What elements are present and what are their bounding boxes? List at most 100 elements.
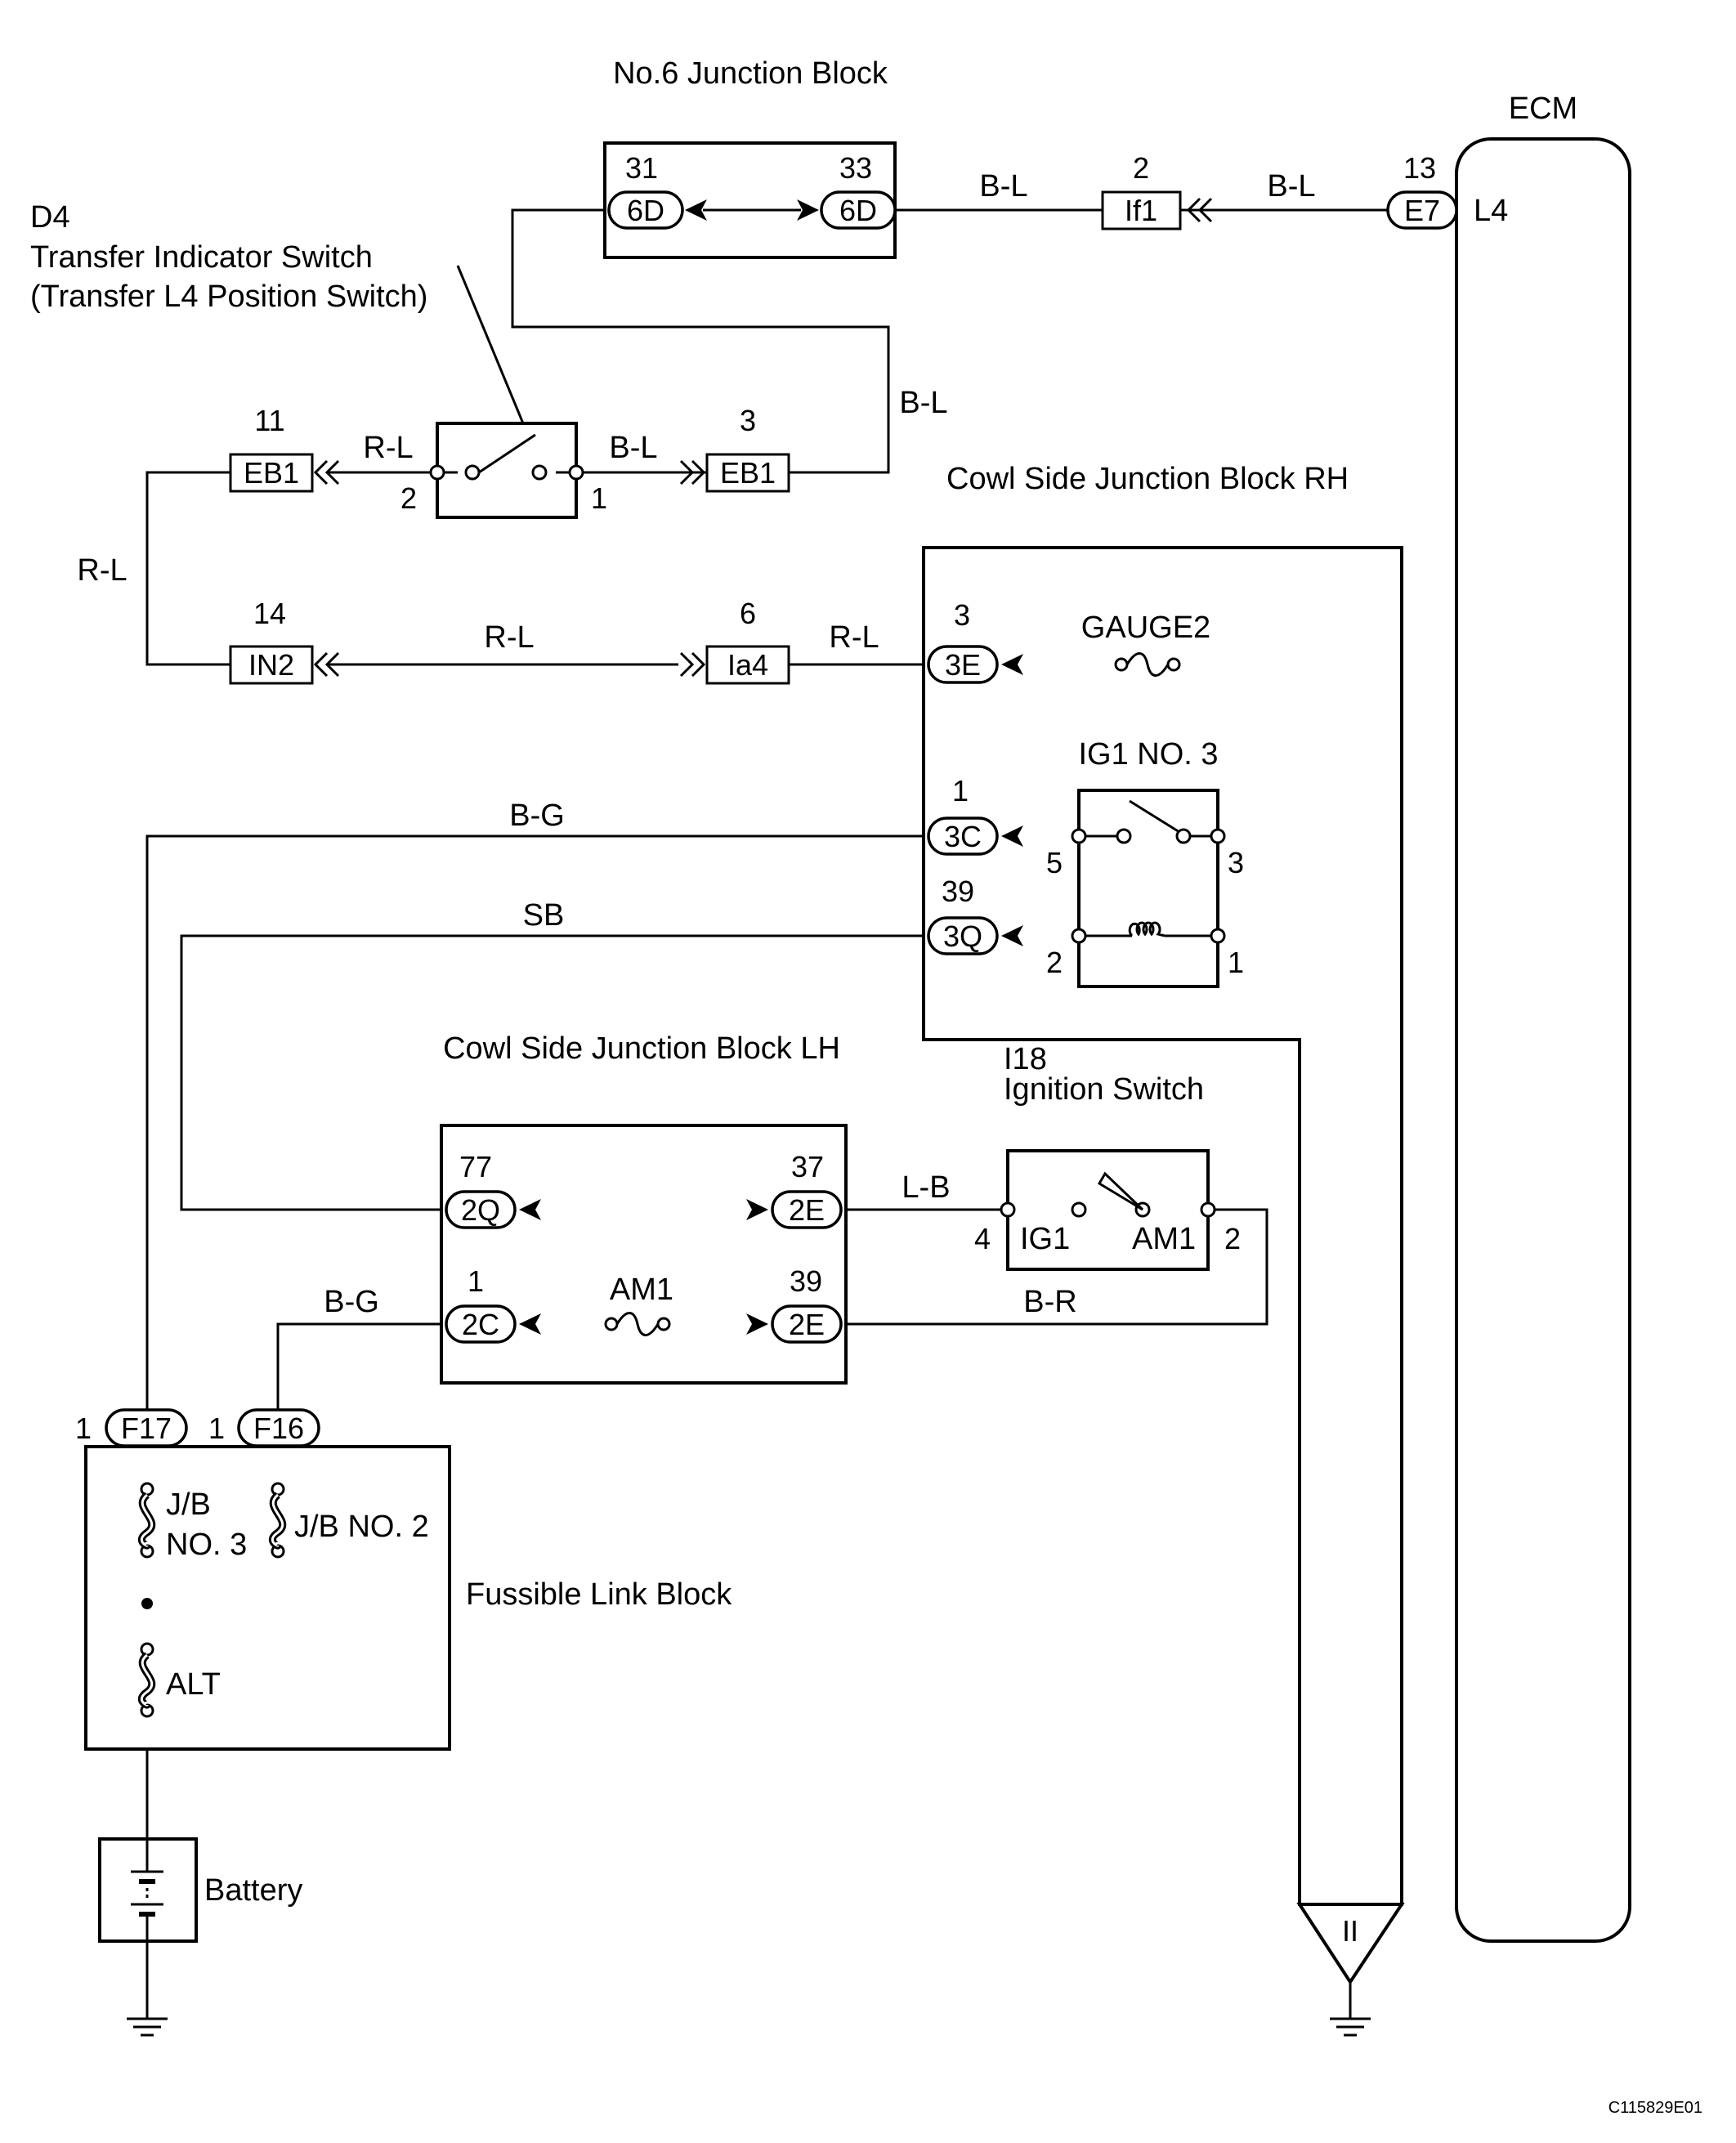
pin-77: 77 bbox=[459, 1150, 492, 1183]
battery: Battery bbox=[98, 1837, 302, 1943]
connector-2q: 2Q bbox=[461, 1193, 500, 1227]
connector-f16: F16 bbox=[253, 1412, 304, 1445]
ign-pin-4: 4 bbox=[974, 1222, 991, 1255]
connector-6d-right-label: 6D bbox=[839, 194, 877, 227]
pin-if1-2: 2 bbox=[1133, 151, 1149, 185]
ign-am1: AM1 bbox=[1132, 1222, 1196, 1256]
pin-14: 14 bbox=[253, 597, 286, 630]
cowl-side-junction-block-lh: Cowl Side Junction Block LH 77 2Q 37 2E … bbox=[440, 1031, 848, 1385]
jb2-label: J/B NO. 2 bbox=[294, 1510, 429, 1544]
arrow-6d-right bbox=[797, 199, 819, 221]
wire-bg-2: B-G bbox=[324, 1285, 379, 1319]
svg-text:EB1: EB1 bbox=[720, 456, 776, 490]
connector-ia4: 6 Ia4 bbox=[679, 597, 790, 685]
d4-id: D4 bbox=[30, 200, 70, 235]
connector-if1: 2 If1 bbox=[1101, 151, 1213, 230]
connector-3e: 3E bbox=[945, 648, 981, 682]
wire-rl-2: R-L bbox=[77, 553, 127, 588]
connector-3q: 3Q bbox=[943, 919, 982, 953]
connector-in2: 14 IN2 bbox=[229, 597, 340, 685]
wire-bg-1: B-G bbox=[509, 799, 565, 833]
relay-pin-2: 2 bbox=[1046, 946, 1063, 979]
switch-pin-1: 1 bbox=[591, 481, 607, 515]
ground-symbol-body bbox=[1330, 2017, 1371, 2037]
jb6-title: No.6 Junction Block bbox=[613, 56, 888, 91]
pin-3-eb1: 3 bbox=[740, 404, 756, 437]
wire-bl-1: B-L bbox=[979, 169, 1027, 204]
switch-pin-2: 2 bbox=[400, 481, 417, 515]
alt-label: ALT bbox=[166, 1667, 221, 1702]
i18-name: Ignition Switch bbox=[1004, 1072, 1204, 1107]
f17-pin: 1 bbox=[75, 1412, 92, 1445]
wire-br: B-R bbox=[1023, 1285, 1076, 1319]
svg-text:E7: E7 bbox=[1404, 194, 1440, 227]
svg-text:If1: If1 bbox=[1125, 194, 1157, 227]
relay-pin-1: 1 bbox=[1228, 946, 1244, 979]
ecm-pin-l4: L4 bbox=[1474, 194, 1508, 228]
connector-eb1-right: 3 EB1 bbox=[679, 404, 790, 493]
connector-6d-right bbox=[820, 190, 897, 230]
connector-6d-left-label: 6D bbox=[627, 194, 664, 227]
ignition-switch: I18 Ignition Switch IG1 AM1 4 2 bbox=[974, 1042, 1241, 1271]
svg-text:EB1: EB1 bbox=[244, 456, 299, 490]
wire-labels: B-L B-L B-L B-L R-L R-L R-L R-L B-G SB L… bbox=[77, 169, 1315, 1319]
arrow-6d-left bbox=[685, 199, 707, 221]
jb3-label-a: J/B bbox=[166, 1488, 211, 1522]
ground-symbol-battery bbox=[127, 2017, 168, 2037]
pin-1-3c: 1 bbox=[952, 774, 969, 808]
wire-bl-3: B-L bbox=[899, 386, 947, 420]
ign-ig1: IG1 bbox=[1020, 1222, 1070, 1256]
wire-rl-3: R-L bbox=[484, 620, 534, 655]
figure-code: C115829E01 bbox=[1608, 2099, 1702, 2117]
connector-f17: F17 bbox=[121, 1412, 172, 1445]
relay-label: IG1 NO. 3 bbox=[1078, 737, 1218, 772]
battery-label: Battery bbox=[204, 1873, 302, 1908]
wire-bl-2: B-L bbox=[1267, 169, 1315, 204]
gauge2-label: GAUGE2 bbox=[1081, 611, 1210, 645]
d4-sub: (Transfer L4 Position Switch) bbox=[30, 280, 427, 314]
connector-e7: 13 E7 bbox=[1386, 151, 1458, 230]
pin-1-2c: 1 bbox=[468, 1264, 484, 1298]
pin-31: 31 bbox=[625, 151, 658, 185]
i18-id: I18 bbox=[1004, 1042, 1047, 1076]
wire-bl-4: B-L bbox=[609, 431, 657, 465]
f16-pin: 1 bbox=[208, 1412, 225, 1445]
ecm: ECM L4 bbox=[1455, 92, 1631, 1943]
pin-6: 6 bbox=[740, 597, 756, 630]
pin-13: 13 bbox=[1403, 151, 1436, 185]
d4-name: Transfer Indicator Switch bbox=[30, 240, 373, 275]
pin-33: 33 bbox=[839, 151, 872, 185]
relay-pin-3: 3 bbox=[1228, 846, 1244, 879]
connector-2c: 2C bbox=[462, 1308, 499, 1341]
ground-code: II bbox=[1342, 1914, 1358, 1948]
fuse-block-title: Fussible Link Block bbox=[466, 1577, 732, 1612]
wire-rl-4: R-L bbox=[829, 620, 879, 655]
connector-eb1-left: 11 EB1 bbox=[229, 404, 340, 493]
connector-6d-left bbox=[607, 190, 684, 230]
svg-text:Ia4: Ia4 bbox=[727, 648, 768, 682]
am1-fuse-label: AM1 bbox=[610, 1273, 673, 1307]
pin-39-2e: 39 bbox=[790, 1264, 822, 1298]
connector-2e-top: 2E bbox=[789, 1193, 825, 1227]
relay-pin-5: 5 bbox=[1046, 846, 1063, 879]
pin-37: 37 bbox=[791, 1150, 824, 1183]
cowl-lh-title: Cowl Side Junction Block LH bbox=[443, 1031, 840, 1066]
connector-3c: 3C bbox=[944, 820, 982, 853]
cowl-side-junction-block-rh: Cowl Side Junction Block RH 3 3E 1 3C 39… bbox=[922, 462, 1405, 1985]
junction-block-6: No.6 Junction Block 31 33 6D 6D bbox=[603, 56, 897, 259]
transfer-indicator-switch: D4 Transfer Indicator Switch (Transfer L… bbox=[30, 200, 607, 519]
cowl-rh-title: Cowl Side Junction Block RH bbox=[946, 462, 1349, 496]
ecm-title: ECM bbox=[1509, 92, 1577, 126]
wire-lb: L-B bbox=[902, 1170, 950, 1205]
svg-text:IN2: IN2 bbox=[248, 648, 294, 682]
pin-11: 11 bbox=[254, 404, 284, 437]
wire-rl-1: R-L bbox=[363, 431, 413, 465]
fusible-link-block: Fussible Link Block 1 F17 1 F16 J/B NO. … bbox=[75, 1408, 732, 1751]
wire-sb: SB bbox=[523, 898, 565, 933]
pin-3-3e: 3 bbox=[954, 598, 970, 632]
pin-39-3q: 39 bbox=[942, 875, 974, 908]
connector-2e-bottom: 2E bbox=[789, 1308, 825, 1341]
jb3-label-b: NO. 3 bbox=[166, 1528, 247, 1562]
ign-pin-2: 2 bbox=[1224, 1222, 1241, 1255]
